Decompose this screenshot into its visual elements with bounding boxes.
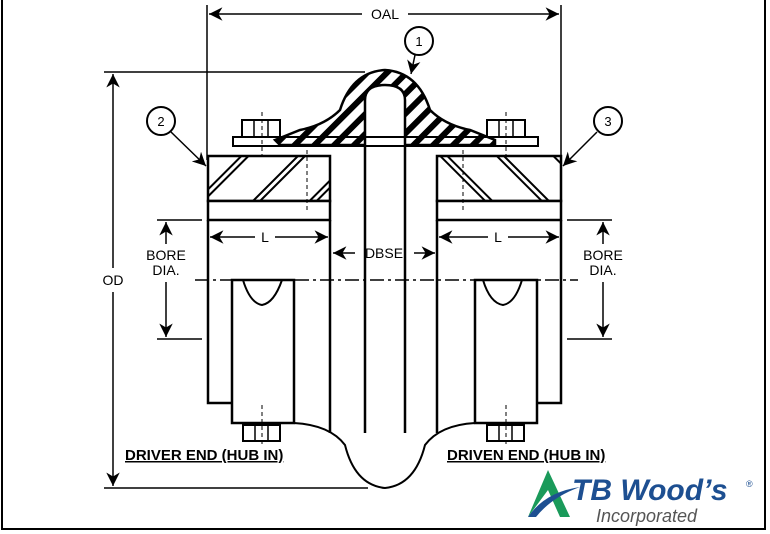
l-label-right: L (494, 229, 502, 245)
driver-end-label: DRIVER END (HUB IN) (125, 447, 283, 464)
callout-2: 2 (146, 106, 207, 167)
l-dimension-right: L (439, 229, 559, 245)
center-element (232, 68, 539, 490)
dbse-dimension: DBSE (333, 245, 435, 261)
driven-end-label: DRIVEN END (HUB IN) (447, 447, 605, 464)
logo-subtitle: Incorporated (596, 506, 698, 526)
bore-label-right-2: DIA. (589, 262, 616, 278)
oal-label: OAL (371, 6, 399, 22)
callout-1: 1 (404, 26, 434, 75)
top-bolt-right (462, 112, 526, 210)
bore-label-left-1: BORE (146, 247, 186, 263)
driven-hub (435, 154, 563, 445)
l-label-left: L (261, 229, 269, 245)
bore-label-left-2: DIA. (152, 262, 179, 278)
bore-dia-left: BORE DIA. (146, 219, 202, 340)
top-bolt-left (241, 112, 308, 210)
tb-woods-logo: TB Wood’s ® Incorporated (528, 470, 753, 526)
driver-hub (206, 154, 332, 445)
callout-2-number: 2 (157, 114, 164, 129)
callout-1-number: 1 (415, 34, 422, 49)
od-dimension: OD (103, 71, 368, 489)
callout-3: 3 (562, 106, 623, 167)
bore-dia-right: BORE DIA. (567, 219, 623, 340)
logo-brand: TB Wood’s (572, 474, 728, 507)
l-dimension-left: L (210, 229, 328, 245)
od-label: OD (103, 272, 124, 288)
logo-registered: ® (746, 479, 753, 489)
callout-3-number: 3 (604, 114, 611, 129)
oal-dimension: OAL (206, 5, 562, 160)
dbse-label: DBSE (365, 245, 403, 261)
bore-label-right-1: BORE (583, 247, 623, 263)
logo-mark-icon (528, 470, 570, 517)
